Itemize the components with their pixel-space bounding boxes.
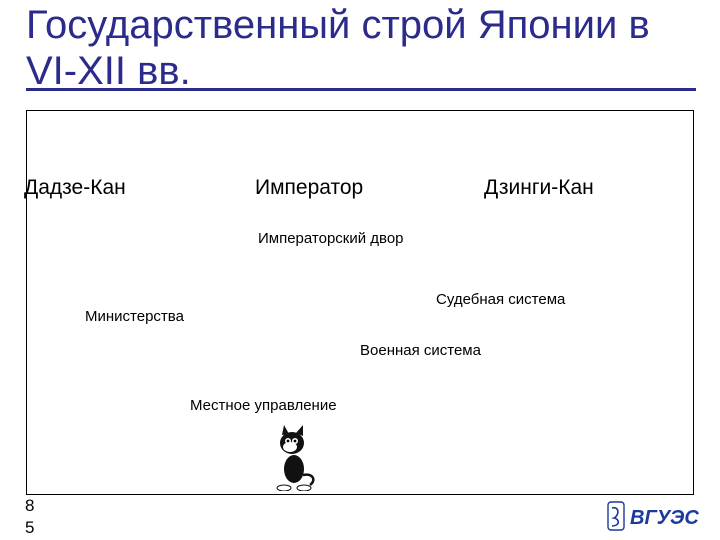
slide-title: Государственный строй Японии в VI-XII вв… — [26, 3, 650, 93]
node-military-system: Военная система — [360, 342, 481, 359]
node-emperor: Император — [255, 176, 364, 199]
node-ministries: Министерства — [85, 308, 184, 325]
page-number: 85 — [25, 496, 35, 537]
node-local-government: Местное управление — [190, 397, 337, 414]
node-dadze-kan: Дадзе-Кан — [24, 176, 126, 199]
title-underline — [26, 88, 696, 91]
diagram-frame — [26, 110, 694, 495]
vguess-logo-icon: ВГУЭС — [606, 500, 702, 539]
cartoon-cat-icon — [272, 425, 318, 496]
logo-text: ВГУЭС — [630, 507, 699, 529]
node-dzingi-kan: Дзинги-Кан — [484, 176, 594, 199]
node-judicial-system: Судебная система — [436, 291, 566, 308]
node-imperial-court: Императорский двор — [258, 230, 404, 247]
